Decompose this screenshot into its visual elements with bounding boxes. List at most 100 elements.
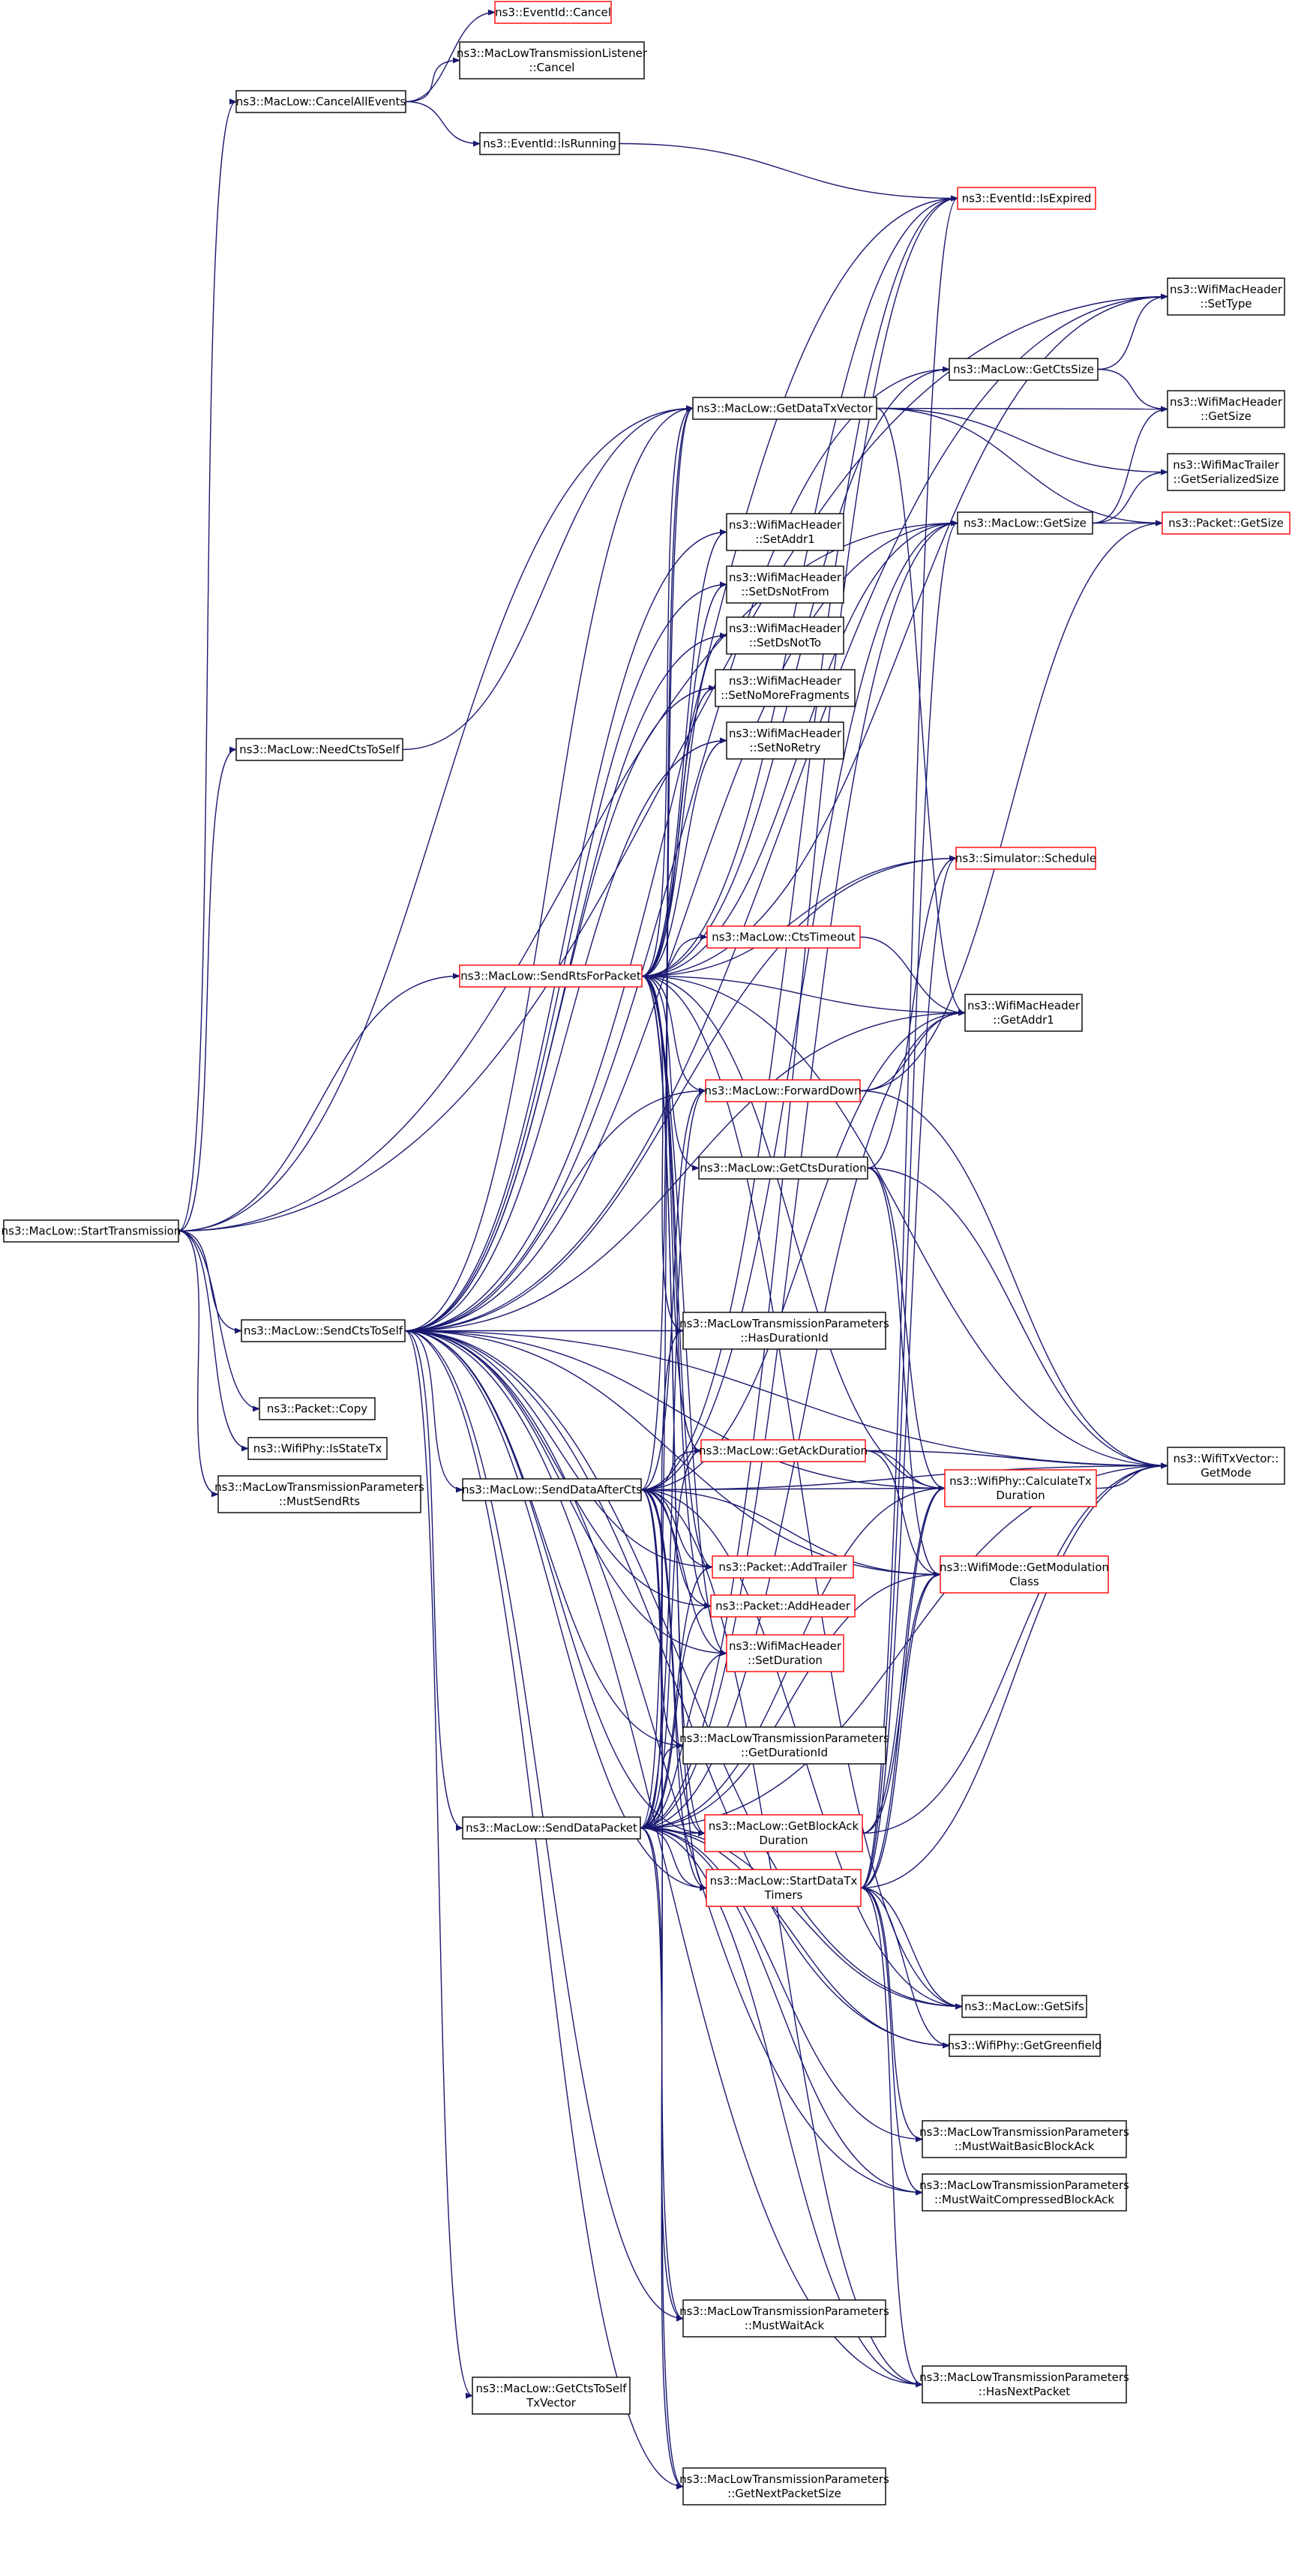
edge-get_data_tx_vector-to-hdr_getaddr1: [876, 407, 966, 1016]
node-box: [259, 1397, 376, 1420]
node-listener-cancel[interactable]: ns3::MacLowTransmissionListener::Cancel: [457, 41, 648, 79]
edge-send_cts_to_self-to-send_data_after_cts: [404, 1330, 463, 1493]
node-box: [235, 90, 406, 113]
node-trailer-getserializedsize[interactable]: ns3::WifiMacTrailer::GetSerializedSize: [1167, 453, 1285, 491]
node-packet-copy[interactable]: ns3::Packet::Copy: [259, 1397, 376, 1420]
node-get-next-packet-size[interactable]: ns3::MacLowTransmissionParameters::GetNe…: [679, 2467, 889, 2506]
edge-start_data_tx_timers-to-has_next_packet: [860, 1887, 923, 2388]
node-label: ns3::MacLowTransmissionParameters: [679, 1317, 889, 1330]
node-box: [494, 1, 612, 24]
edge-start_transmission-to-packet_copy: [178, 1230, 260, 1412]
node-hdr-getsize[interactable]: ns3::WifiMacHeader::GetSize: [1167, 390, 1285, 428]
edge-send_rts_for_packet-to-forward_down: [641, 975, 706, 1094]
node-eventid-cancel[interactable]: ns3::EventId::Cancel: [494, 1, 612, 24]
edge-get_cts_duration-to-txvector_getmode: [867, 1167, 1168, 1469]
edge-send_data_packet-to-get_modulation_class: [640, 1571, 941, 1829]
node-forward-down[interactable]: ns3::MacLow::ForwardDown: [704, 1079, 862, 1102]
node-cancel-all-events[interactable]: ns3::MacLow::CancelAllEvents: [235, 90, 406, 113]
edge-send_rts_for_packet-to-hdr_getaddr1: [641, 975, 966, 1016]
node-hdr-setnomorefragments[interactable]: ns3::WifiMacHeader::SetNoMoreFragments: [715, 669, 856, 707]
edge-send_data_packet-to-must_wait_compressed_block_ack: [640, 1827, 923, 2196]
node-box: [700, 1439, 866, 1462]
node-start-transmission[interactable]: ns3::MacLow::StartTransmission: [1, 1219, 181, 1243]
node-must-wait-compressed-block-ack[interactable]: ns3::MacLowTransmissionParameters::MustW…: [919, 2173, 1129, 2212]
node-label: ns3::WifiMacHeader: [729, 727, 842, 740]
node-label: ns3::WifiMacHeader: [729, 518, 842, 532]
edge-send_rts_for_packet-to-hdr_setnoretry: [641, 737, 727, 977]
node-box: [949, 2034, 1101, 2057]
node-has-next-packet[interactable]: ns3::MacLowTransmissionParameters::HasNe…: [919, 2365, 1129, 2404]
edge-cts_timeout-to-hdr_getaddr1: [859, 936, 966, 1016]
node-box: [459, 41, 645, 79]
node-must-wait-basic-block-ack[interactable]: ns3::MacLowTransmissionParameters::MustW…: [919, 2120, 1129, 2158]
node-hdr-getaddr1[interactable]: ns3::WifiMacHeader::GetAddr1: [964, 994, 1083, 1032]
edge-send_data_packet-to-start_data_tx_timers: [640, 1827, 707, 1891]
edge-send_data_packet-to-eventid_isexpired: [640, 195, 958, 1829]
node-hdr-settype[interactable]: ns3::WifiMacHeader::SetType: [1167, 277, 1285, 316]
node-must-wait-ack[interactable]: ns3::MacLowTransmissionParameters::MustW…: [679, 2299, 889, 2338]
node-hdr-setnoretry[interactable]: ns3::WifiMacHeader::SetNoRetry: [726, 721, 844, 760]
edge-send_data_packet-to-has_duration_id: [640, 1327, 684, 1829]
node-get-data-tx-vector[interactable]: ns3::MacLow::GetDataTxVector: [692, 397, 877, 420]
node-maclow-getsize[interactable]: ns3::MacLow::GetSize: [957, 511, 1093, 535]
node-send-rts-for-packet[interactable]: ns3::MacLow::SendRtsForPacket: [459, 964, 643, 988]
node-label: ::SetNoRetry: [749, 741, 820, 754]
node-has-duration-id[interactable]: ns3::MacLowTransmissionParameters::HasDu…: [679, 1312, 889, 1350]
edge-start_data_tx_timers-to-must_wait_basic_block_ack: [860, 1887, 923, 2143]
node-hdr-setdsnotto[interactable]: ns3::WifiMacHeader::SetDsNotTo: [726, 616, 844, 655]
edge-get_cts_duration-to-simulator_schedule: [867, 855, 957, 1169]
node-txvector-getmode[interactable]: ns3::WifiTxVector::GetMode: [1167, 1447, 1285, 1485]
node-label: ns3::WifiPhy::GetGreenfield: [947, 2039, 1102, 2053]
edge-send_cts_to_self-to-hdr_setnomorefragments: [404, 685, 716, 1332]
node-cts-timeout[interactable]: ns3::MacLow::CtsTimeout: [706, 925, 861, 949]
node-send-data-packet[interactable]: ns3::MacLow::SendDataPacket: [462, 1816, 641, 1840]
node-eventid-isexpired[interactable]: ns3::EventId::IsExpired: [957, 187, 1096, 210]
node-get-cts-duration[interactable]: ns3::MacLow::GetCtsDuration: [698, 1156, 868, 1180]
node-box: [682, 2299, 886, 2338]
node-label: ns3::MacLowTransmissionParameters: [679, 2473, 889, 2486]
node-get-duration-id[interactable]: ns3::MacLowTransmissionParameters::GetDu…: [679, 1726, 889, 1765]
node-get-cts-size[interactable]: ns3::MacLow::GetCtsSize: [949, 358, 1099, 381]
node-hdr-setduration[interactable]: ns3::WifiMacHeader::SetDuration: [726, 1634, 844, 1672]
node-must-send-rts[interactable]: ns3::MacLowTransmissionParameters::MustS…: [214, 1475, 424, 1513]
node-is-state-tx[interactable]: ns3::WifiPhy::IsStateTx: [247, 1437, 388, 1460]
node-packet-addtrailer[interactable]: ns3::Packet::AddTrailer: [712, 1555, 854, 1579]
node-hdr-setdsnotfrom[interactable]: ns3::WifiMacHeader::SetDsNotFrom: [726, 565, 844, 604]
node-label: ns3::MacLow::SendRtsForPacket: [460, 970, 641, 983]
node-label: ns3::MacLow::NeedCtsToSelf: [239, 743, 400, 757]
node-box: [922, 2365, 1127, 2404]
node-packet-getsize[interactable]: ns3::Packet::GetSize: [1162, 511, 1291, 535]
node-box: [698, 1156, 868, 1180]
edge-send_cts_to_self-to-hdr_setnoretry: [404, 737, 727, 1332]
edge-start_data_tx_timers-to-txvector_getmode: [860, 1462, 1168, 1889]
node-label: ::Cancel: [529, 61, 575, 74]
edge-send_rts_for_packet-to-get_cts_duration: [641, 975, 700, 1171]
node-label: ::HasDurationId: [740, 1331, 829, 1345]
node-send-cts-to-self[interactable]: ns3::MacLow::SendCtsToSelf: [241, 1319, 406, 1342]
node-packet-addheader[interactable]: ns3::Packet::AddHeader: [710, 1594, 856, 1618]
node-box: [682, 1312, 886, 1350]
node-eventid-isrunning[interactable]: ns3::EventId::IsRunning: [479, 132, 620, 155]
node-hdr-setaddr1[interactable]: ns3::WifiMacHeader::SetAddr1: [726, 513, 844, 551]
node-label: ns3::Packet::AddHeader: [715, 1600, 851, 1613]
edge-get_block_ack_duration-to-calculate_tx_duration: [862, 1485, 946, 1834]
node-need-cts-to-self[interactable]: ns3::MacLow::NeedCtsToSelf: [235, 738, 403, 761]
edge-send_cts_to_self-to-eventid_isexpired: [404, 195, 958, 1332]
node-label: ns3::EventId::IsRunning: [483, 137, 616, 151]
node-label: ns3::Packet::AddTrailer: [718, 1561, 847, 1574]
node-label: ns3::MacLow::StartDataTx: [710, 1874, 858, 1888]
node-label: ns3::WifiMacHeader: [1170, 395, 1283, 409]
node-get-sifs[interactable]: ns3::MacLow::GetSifs: [961, 1995, 1087, 2018]
node-simulator-schedule[interactable]: ns3::Simulator::Schedule: [955, 847, 1096, 870]
node-send-data-after-cts[interactable]: ns3::MacLow::SendDataAfterCts: [462, 1478, 642, 1501]
node-label: ns3::Simulator::Schedule: [955, 852, 1096, 865]
node-get-greenfield[interactable]: ns3::WifiPhy::GetGreenfield: [947, 2034, 1102, 2057]
node-label: ns3::WifiMacHeader: [729, 622, 842, 635]
edge-start_data_tx_timers-to-get_greenfield: [860, 1887, 950, 2049]
node-get-ack-duration[interactable]: ns3::MacLow::GetAckDuration: [699, 1439, 868, 1462]
